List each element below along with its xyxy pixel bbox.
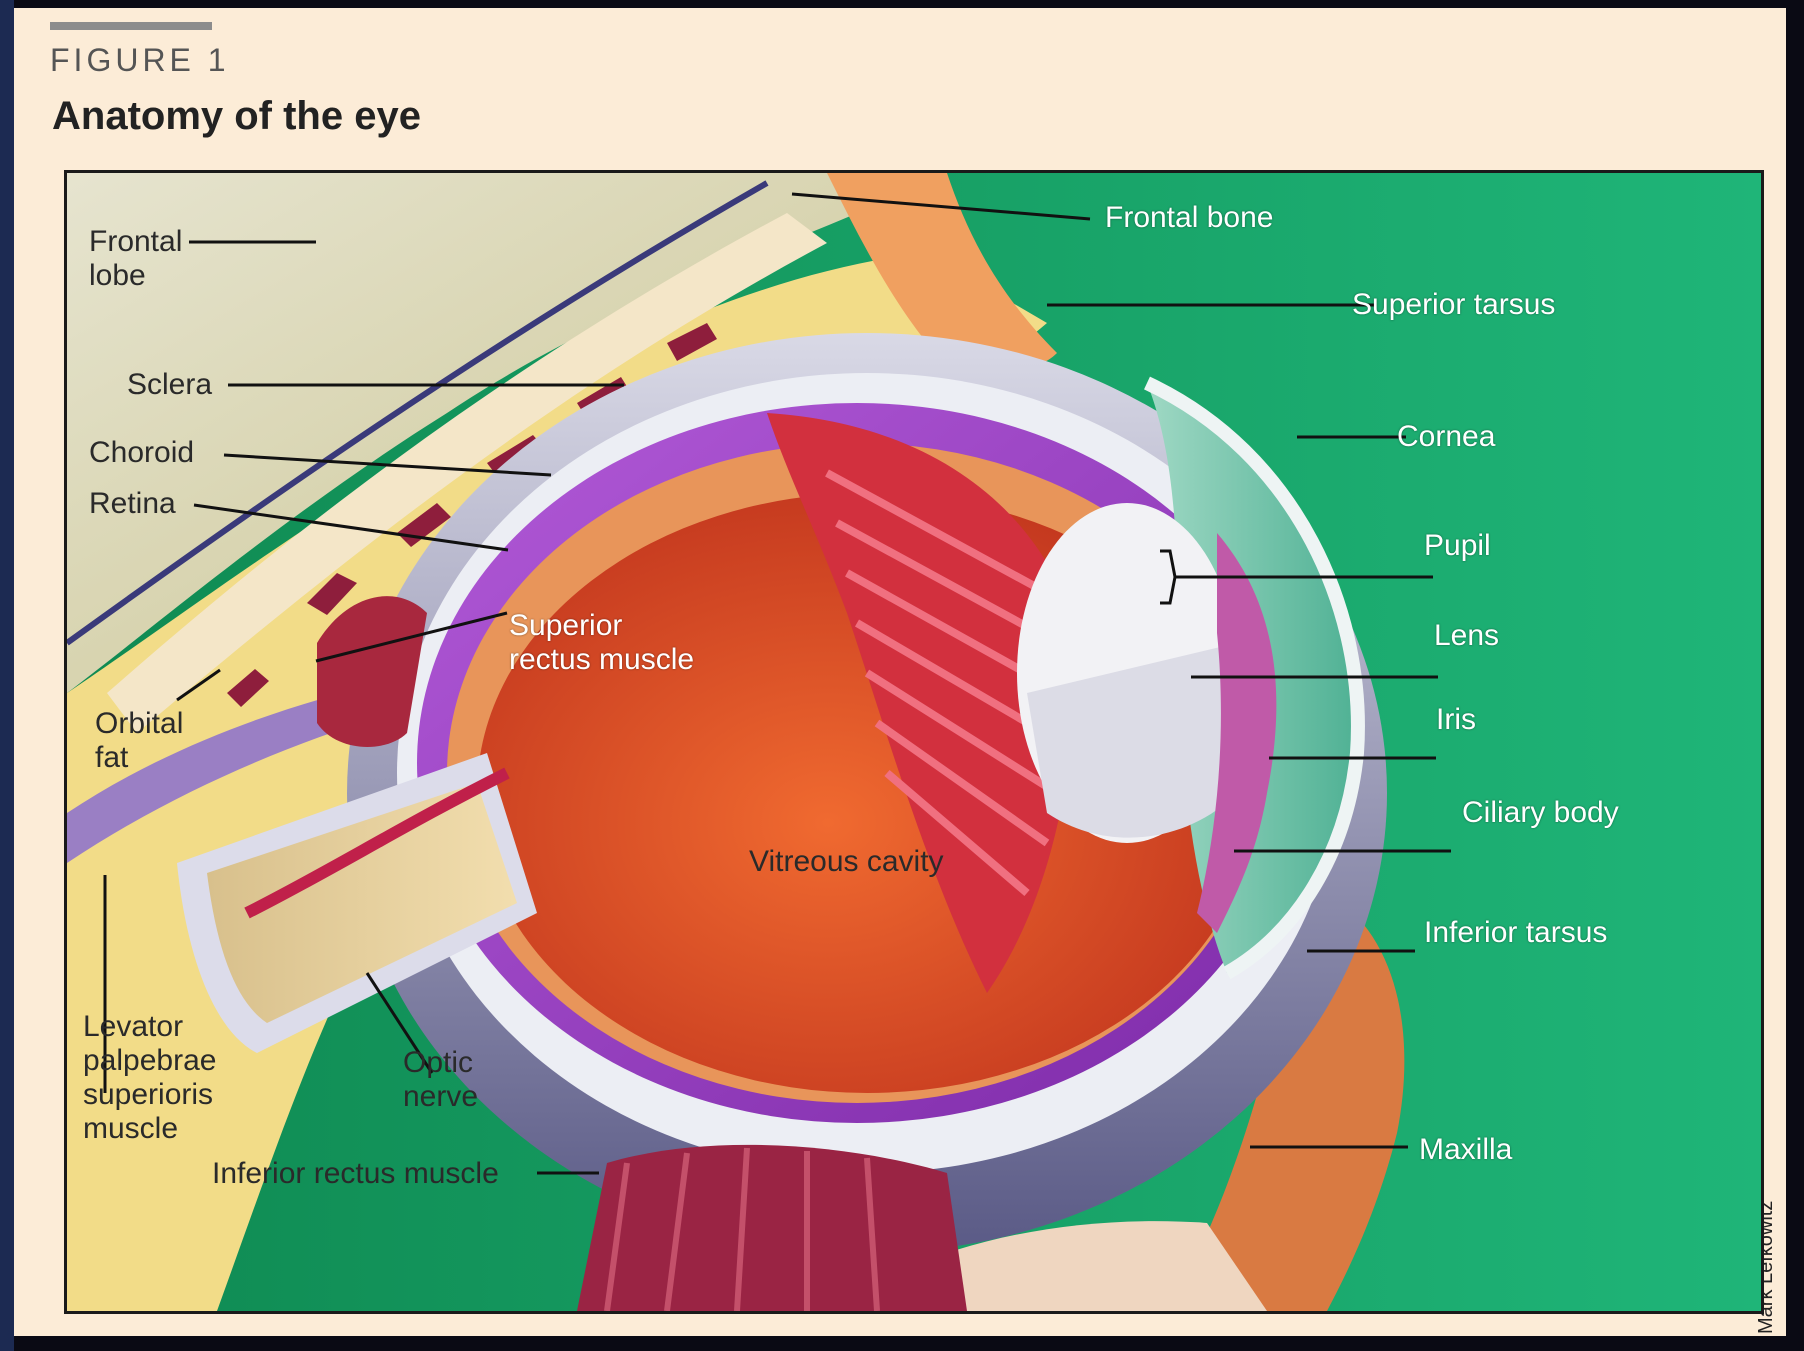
label-vitreous-cavity: Vitreous cavity — [749, 845, 944, 879]
label-optic-nerve: Optic nerve — [403, 1046, 478, 1114]
figure-title: Anatomy of the eye — [52, 94, 421, 139]
left-edge-strip — [0, 0, 14, 1351]
label-pupil: Pupil — [1424, 529, 1491, 563]
label-lens: Lens — [1434, 619, 1499, 653]
label-frontal-bone: Frontal bone — [1105, 201, 1273, 235]
label-cornea: Cornea — [1397, 420, 1495, 454]
label-maxilla: Maxilla — [1419, 1133, 1512, 1167]
label-inferior-tarsus: Inferior tarsus — [1424, 916, 1607, 950]
label-frontal-lobe: Frontal lobe — [89, 225, 182, 293]
label-orbital-fat: Orbital fat — [95, 707, 183, 775]
label-levator-palpebrae: Levator palpebrae superioris muscle — [83, 1010, 216, 1146]
label-superior-rectus-muscle: Superior rectus muscle — [509, 609, 694, 677]
top-rule — [50, 22, 212, 30]
label-choroid: Choroid — [89, 436, 194, 470]
figure-number: FIGURE 1 — [50, 42, 230, 79]
eye-illustration: Frontal bone Frontal lobe Superior tarsu… — [64, 170, 1764, 1314]
label-inferior-rectus-muscle: Inferior rectus muscle — [212, 1157, 499, 1191]
label-sclera: Sclera — [127, 368, 212, 402]
label-iris: Iris — [1436, 703, 1476, 737]
label-retina: Retina — [89, 487, 176, 521]
inferior-rectus-muscle — [577, 1145, 967, 1311]
label-superior-tarsus: Superior tarsus — [1352, 288, 1555, 322]
figure-sheet: FIGURE 1 Anatomy of the eye Mark Lefkowi… — [14, 8, 1786, 1336]
label-ciliary-body: Ciliary body — [1462, 796, 1619, 830]
